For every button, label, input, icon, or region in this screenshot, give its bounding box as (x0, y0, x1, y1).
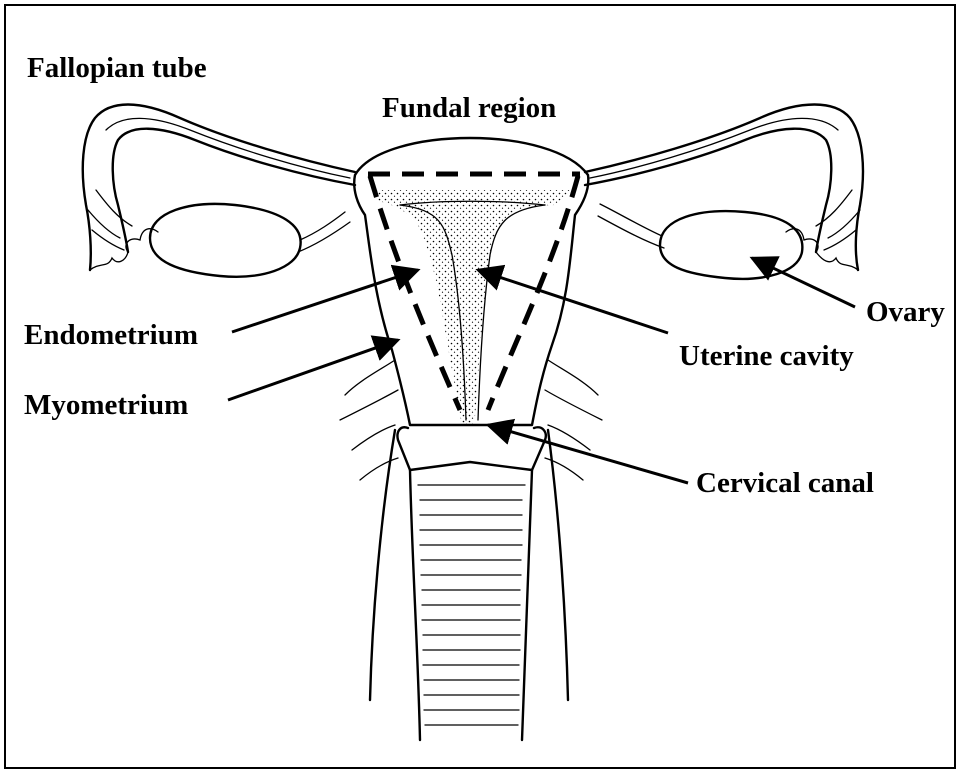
myometrium-arrow (228, 340, 398, 400)
label-fallopian-tube: Fallopian tube (27, 52, 207, 84)
label-cervical-canal: Cervical canal (696, 467, 874, 499)
label-endometrium: Endometrium (24, 319, 198, 351)
label-ovary: Ovary (866, 296, 945, 328)
left-ovary (150, 204, 350, 277)
cervical-canal-arrow (488, 425, 688, 483)
right-fallopian-tube (585, 105, 863, 271)
uterine-cavity-arrow (478, 270, 668, 333)
uterus-body (354, 138, 588, 425)
endometrium-arrow (232, 270, 418, 332)
ovary-arrow (752, 258, 855, 307)
label-uterine-cavity: Uterine cavity (679, 340, 854, 372)
label-fundal-region: Fundal region (382, 92, 556, 124)
vaginal-rugae (418, 485, 525, 725)
label-myometrium: Myometrium (24, 389, 188, 421)
